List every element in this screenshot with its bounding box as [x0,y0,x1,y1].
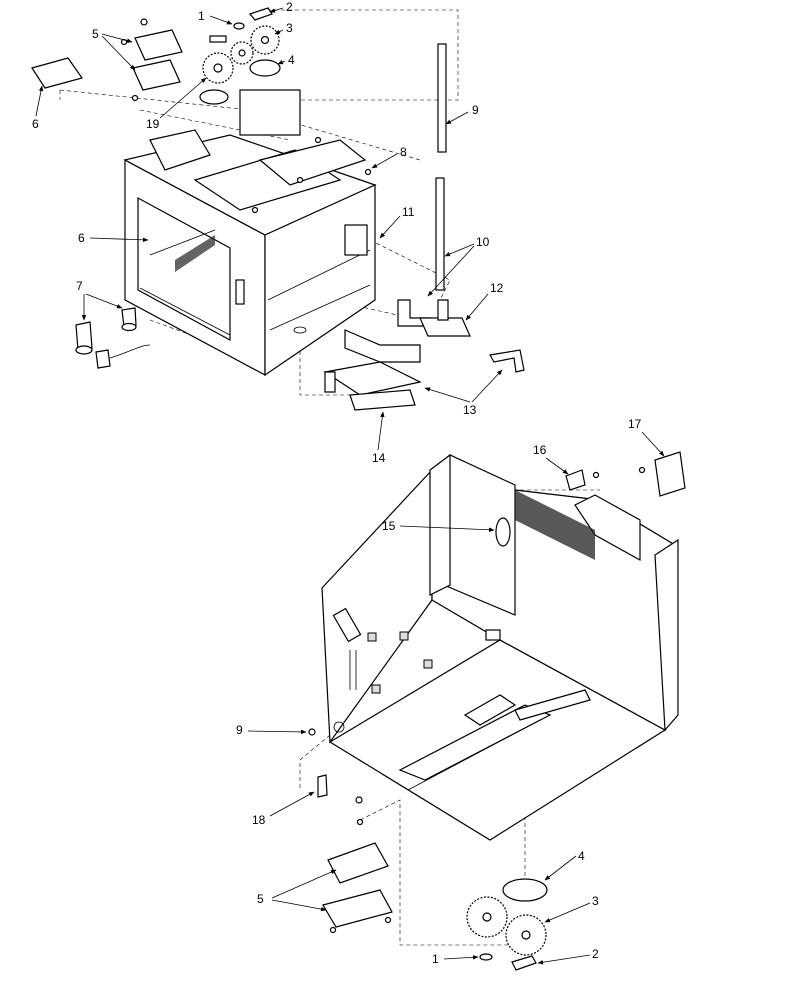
part-1-washer-bottom [479,953,493,961]
part-15-opening [495,517,511,547]
top-assembly: 1 2 3 4 5 6 19 9 8 11 6 10 7 [31,0,525,465]
gear-left-bottom [466,896,508,938]
callout-19: 19 [146,117,160,131]
gear-3 [250,25,280,55]
callout-1: 1 [198,9,205,23]
vent-grille-bottom [515,490,595,560]
callout-9-top: 9 [472,103,479,117]
gear-small [230,41,254,65]
cabinet-frame [123,89,377,377]
outer-case [321,453,679,841]
callout-4: 4 [288,53,295,67]
frame-slot [235,279,245,305]
part-1-washer [233,22,245,30]
callouts-top: 1 2 3 4 5 6 19 9 8 11 6 10 7 [32,0,504,465]
part-2-clip [248,7,273,21]
callout-14: 14 [372,451,386,465]
callout-9-bottom: 9 [236,723,243,737]
part-9-screw [308,728,316,736]
part-2-clip-bottom [511,955,537,971]
callout-3: 3 [286,21,293,35]
part-12-bracket [419,317,471,337]
callout-17: 17 [628,417,642,431]
callout-2: 2 [286,0,293,14]
vent-grille [175,235,215,272]
callout-12: 12 [490,281,504,295]
callout-11: 11 [402,205,415,219]
part-9-rail-upper [437,43,447,153]
disk-4 [249,59,281,77]
callout-8: 8 [400,145,407,159]
callout-3-bottom: 3 [592,894,599,908]
part-6-panel [31,57,83,89]
part-9-rail-lower [435,177,445,291]
callout-4-bottom: 4 [578,849,585,863]
callout-13: 13 [463,403,477,417]
callout-16: 16 [533,443,547,457]
callouts-bottom: 16 17 15 9 18 4 3 5 1 2 [236,417,665,966]
part-17-cover [654,451,686,497]
disk-lower [199,89,229,105]
floor-channel [398,704,552,781]
top-bracket [239,89,301,136]
callout-6-top: 6 [32,117,39,131]
callout-10: 10 [476,235,490,249]
callout-2-bottom: 2 [592,947,599,961]
transformer [149,129,211,171]
gear-19 [202,52,234,84]
part-14-lower [323,361,422,396]
part-5-bracket-lower [132,59,181,91]
callout-6-mid: 6 [78,231,85,245]
callout-5-bottom: 5 [257,892,264,906]
callout-18: 18 [252,813,266,827]
part-5-bracket-bottom-lower [322,889,393,928]
part-16-switch [565,469,600,491]
callout-7: 7 [76,279,83,293]
part-7-lamp-sockets [75,307,151,369]
part-5-bracket-bottom-upper [327,842,389,884]
disk-4-bottom [502,878,548,902]
gear-3-bottom [505,914,547,956]
callout-15: 15 [382,519,396,533]
part-14-upper [344,329,421,363]
part-13-bracket [489,349,525,373]
callout-1-bottom: 1 [432,952,439,966]
callout-5: 5 [92,27,99,41]
part-18-latch [317,774,328,798]
part-5-bracket-upper [134,29,183,61]
bottom-assembly: 16 17 15 9 18 4 3 5 1 2 [236,417,686,971]
